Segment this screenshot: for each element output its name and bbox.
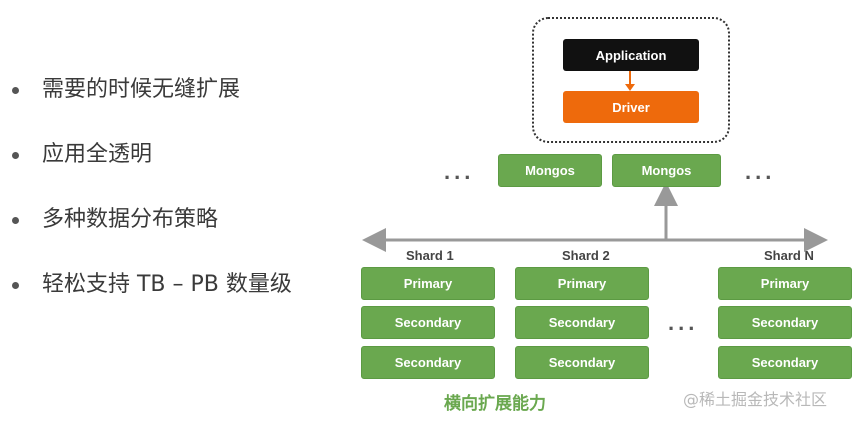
feature-item: 多种数据分布策略 (10, 200, 292, 265)
app-driver-arrow-shaft (629, 71, 631, 85)
bullet-dot-icon (12, 152, 19, 159)
shard-n-secondary-box: Secondary (718, 346, 852, 379)
mongos-box: Mongos (498, 154, 602, 187)
feature-item: 应用全透明 (10, 135, 292, 200)
driver-box: Driver (563, 91, 699, 123)
diagram-caption: 横向扩展能力 (444, 394, 546, 414)
shard-2-primary-box: Primary (515, 267, 649, 300)
feature-text: 轻松支持 TB – PB 数量级 (42, 272, 292, 297)
bullet-dot-icon (12, 87, 19, 94)
feature-text: 需要的时候无缝扩展 (42, 77, 241, 102)
feature-text: 应用全透明 (42, 142, 153, 167)
shard-label: Shard 1 (406, 248, 454, 263)
shard-label: Shard 2 (562, 248, 610, 263)
feature-text: 多种数据分布策略 (42, 207, 219, 232)
watermark: @稀土掘金技术社区 (683, 390, 828, 409)
shard-label: Shard N (764, 248, 814, 263)
shard-ellipsis: ... (668, 310, 699, 335)
shard-n-secondary-box: Secondary (718, 306, 852, 339)
bullet-dot-icon (12, 282, 19, 289)
shard-1-primary-box: Primary (361, 267, 495, 300)
shard-2-secondary-box: Secondary (515, 346, 649, 379)
shard-1-secondary-box: Secondary (361, 346, 495, 379)
bullet-dot-icon (12, 217, 19, 224)
arrow-down-icon (625, 84, 635, 91)
application-frame (532, 17, 730, 143)
shard-n-primary-box: Primary (718, 267, 852, 300)
mongos-box: Mongos (612, 154, 721, 187)
feature-item: 轻松支持 TB – PB 数量级 (10, 265, 292, 330)
feature-list: 需要的时候无缝扩展 应用全透明 多种数据分布策略 轻松支持 TB – PB 数量… (10, 70, 292, 330)
application-box: Application (563, 39, 699, 71)
feature-item: 需要的时候无缝扩展 (10, 70, 292, 135)
shard-2-secondary-box: Secondary (515, 306, 649, 339)
shard-1-secondary-box: Secondary (361, 306, 495, 339)
mongos-ellipsis-left: ... (444, 159, 475, 184)
mongos-ellipsis-right: ... (745, 159, 776, 184)
